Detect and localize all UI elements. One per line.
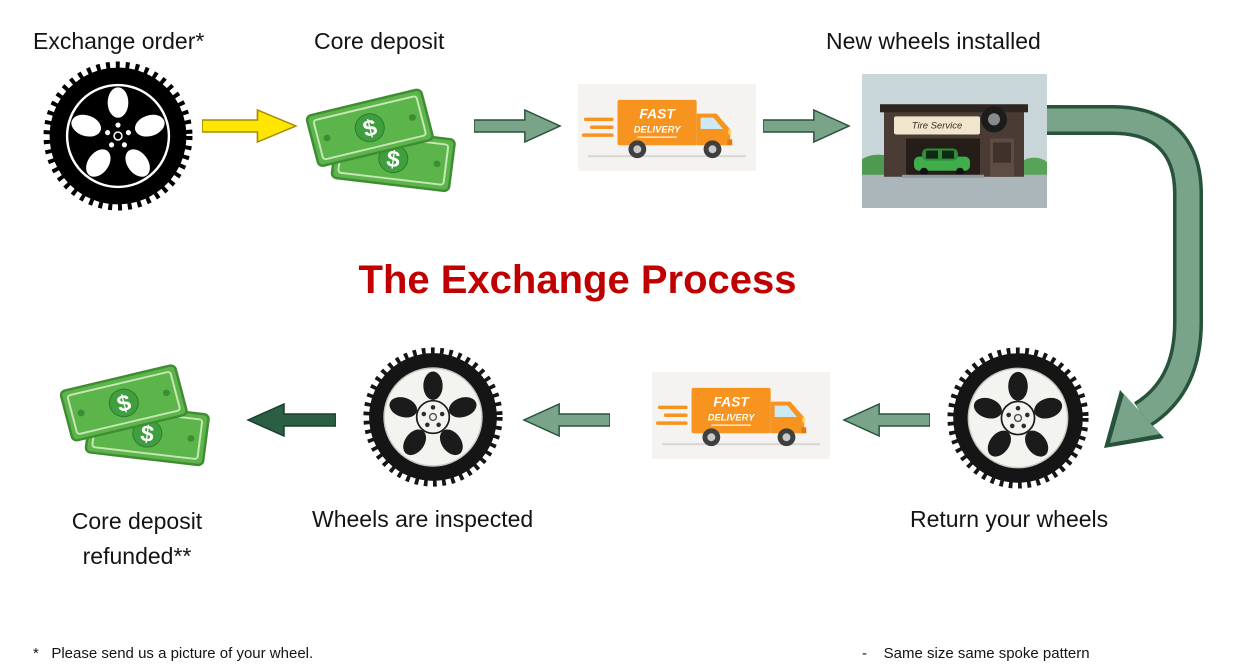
exchange-order-label: Exchange order* — [33, 28, 205, 54]
delivery-truck-icon — [578, 84, 756, 171]
core-deposit-refunded-label: Core deposit refunded** — [37, 504, 237, 573]
wheels-inspected-label: Wheels are inspected — [312, 506, 534, 532]
green-flow-arrow-icon — [763, 109, 850, 143]
delivery-truck-icon — [652, 372, 830, 459]
black-wheel-icon — [42, 60, 194, 212]
footnotes-right: - Same size same spoke pattern - No chro… — [862, 596, 1156, 666]
white-wheel-icon — [362, 346, 504, 488]
white-wheel-icon — [946, 346, 1090, 490]
new-wheels-installed-label: New wheels installed — [826, 28, 1041, 54]
dark-green-flow-arrow-icon — [247, 403, 336, 437]
core-deposit-refunded-line1: Core deposit — [71, 508, 203, 534]
green-flow-arrow-icon — [523, 403, 610, 437]
green-flow-arrow-icon — [474, 109, 561, 143]
core-deposit-refunded-line2: refunded** — [82, 542, 192, 569]
footnotes-left: * Please send us a picture of your wheel… — [33, 596, 313, 666]
green-flow-arrow-icon — [843, 403, 930, 437]
footnote-picture: * Please send us a picture of your wheel… — [33, 645, 314, 662]
money-refund-icon — [50, 348, 230, 476]
footnote-same-size: - Same size same spoke pattern — [862, 645, 1090, 662]
page-title: The Exchange Process — [358, 258, 797, 302]
money-icon — [296, 72, 476, 202]
core-deposit-label: Core deposit — [314, 28, 445, 54]
return-your-wheels-label: Return your wheels — [910, 506, 1109, 532]
curved-flow-arrow-icon — [1038, 105, 1203, 448]
tire-shop-icon — [862, 74, 1047, 208]
yellow-flow-arrow-icon — [202, 109, 297, 143]
